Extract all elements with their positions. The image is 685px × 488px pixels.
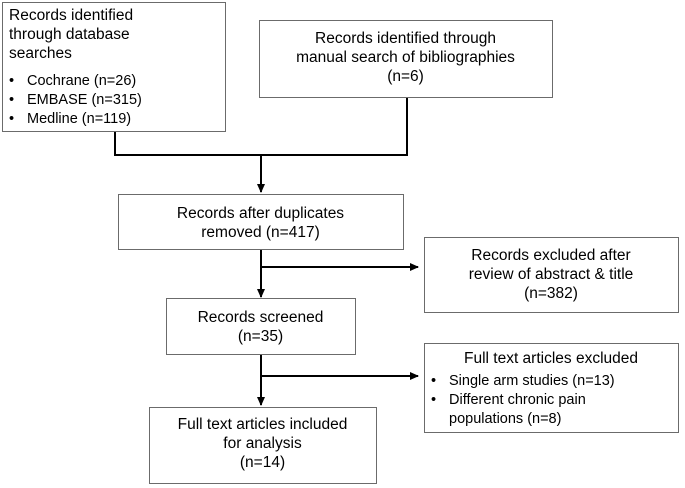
manual-search-line1: Records identified through — [315, 30, 496, 47]
included-line1: Full text articles included — [177, 416, 348, 433]
list-item: Different chronic pain populations (n=8) — [425, 391, 675, 429]
manual-search-box: Records identified through manual search… — [259, 20, 553, 98]
fulltext-excluded-list: Single arm studies (n=13) Different chro… — [425, 372, 675, 429]
list-item: Single arm studies (n=13) — [425, 372, 675, 391]
database-search-box: Records identified through database sear… — [2, 2, 226, 132]
included-line2: for analysis — [223, 435, 302, 452]
excluded-abstract-box: Records excluded after review of abstrac… — [424, 237, 679, 313]
list-item: EMBASE (n=315) — [3, 91, 142, 110]
database-list: Cochrane (n=26) EMBASE (n=315) Medline (… — [3, 72, 142, 129]
records-screened-box: Records screened (n=35) — [166, 298, 356, 355]
manual-search-line3: (n=6) — [387, 68, 424, 85]
screened-line1: Records screened — [197, 309, 324, 326]
included-line3: (n=14) — [239, 454, 286, 471]
list-item: Cochrane (n=26) — [3, 72, 142, 91]
duplicates-removed-box: Records after duplicates removed (n=417) — [118, 194, 404, 250]
duplicates-line1: Records after duplicates — [176, 205, 345, 222]
included-box: Full text articles included for analysis… — [149, 407, 377, 484]
manual-search-line2: manual search of bibliographies — [296, 49, 515, 66]
excluded-abstract-line3: (n=382) — [524, 285, 578, 302]
fulltext-excluded-box: Full text articles excluded Single arm s… — [424, 343, 679, 433]
excluded-abstract-line2: review of abstract & title — [468, 266, 634, 283]
list-item: Medline (n=119) — [3, 110, 142, 129]
excluded-abstract-line1: Records excluded after — [471, 247, 631, 264]
duplicates-line2: removed (n=417) — [201, 224, 320, 241]
fulltext-excluded-title: Full text articles excluded — [463, 350, 639, 367]
screened-line2: (n=35) — [237, 328, 284, 345]
database-search-title: Records identified through database sear… — [9, 7, 134, 62]
